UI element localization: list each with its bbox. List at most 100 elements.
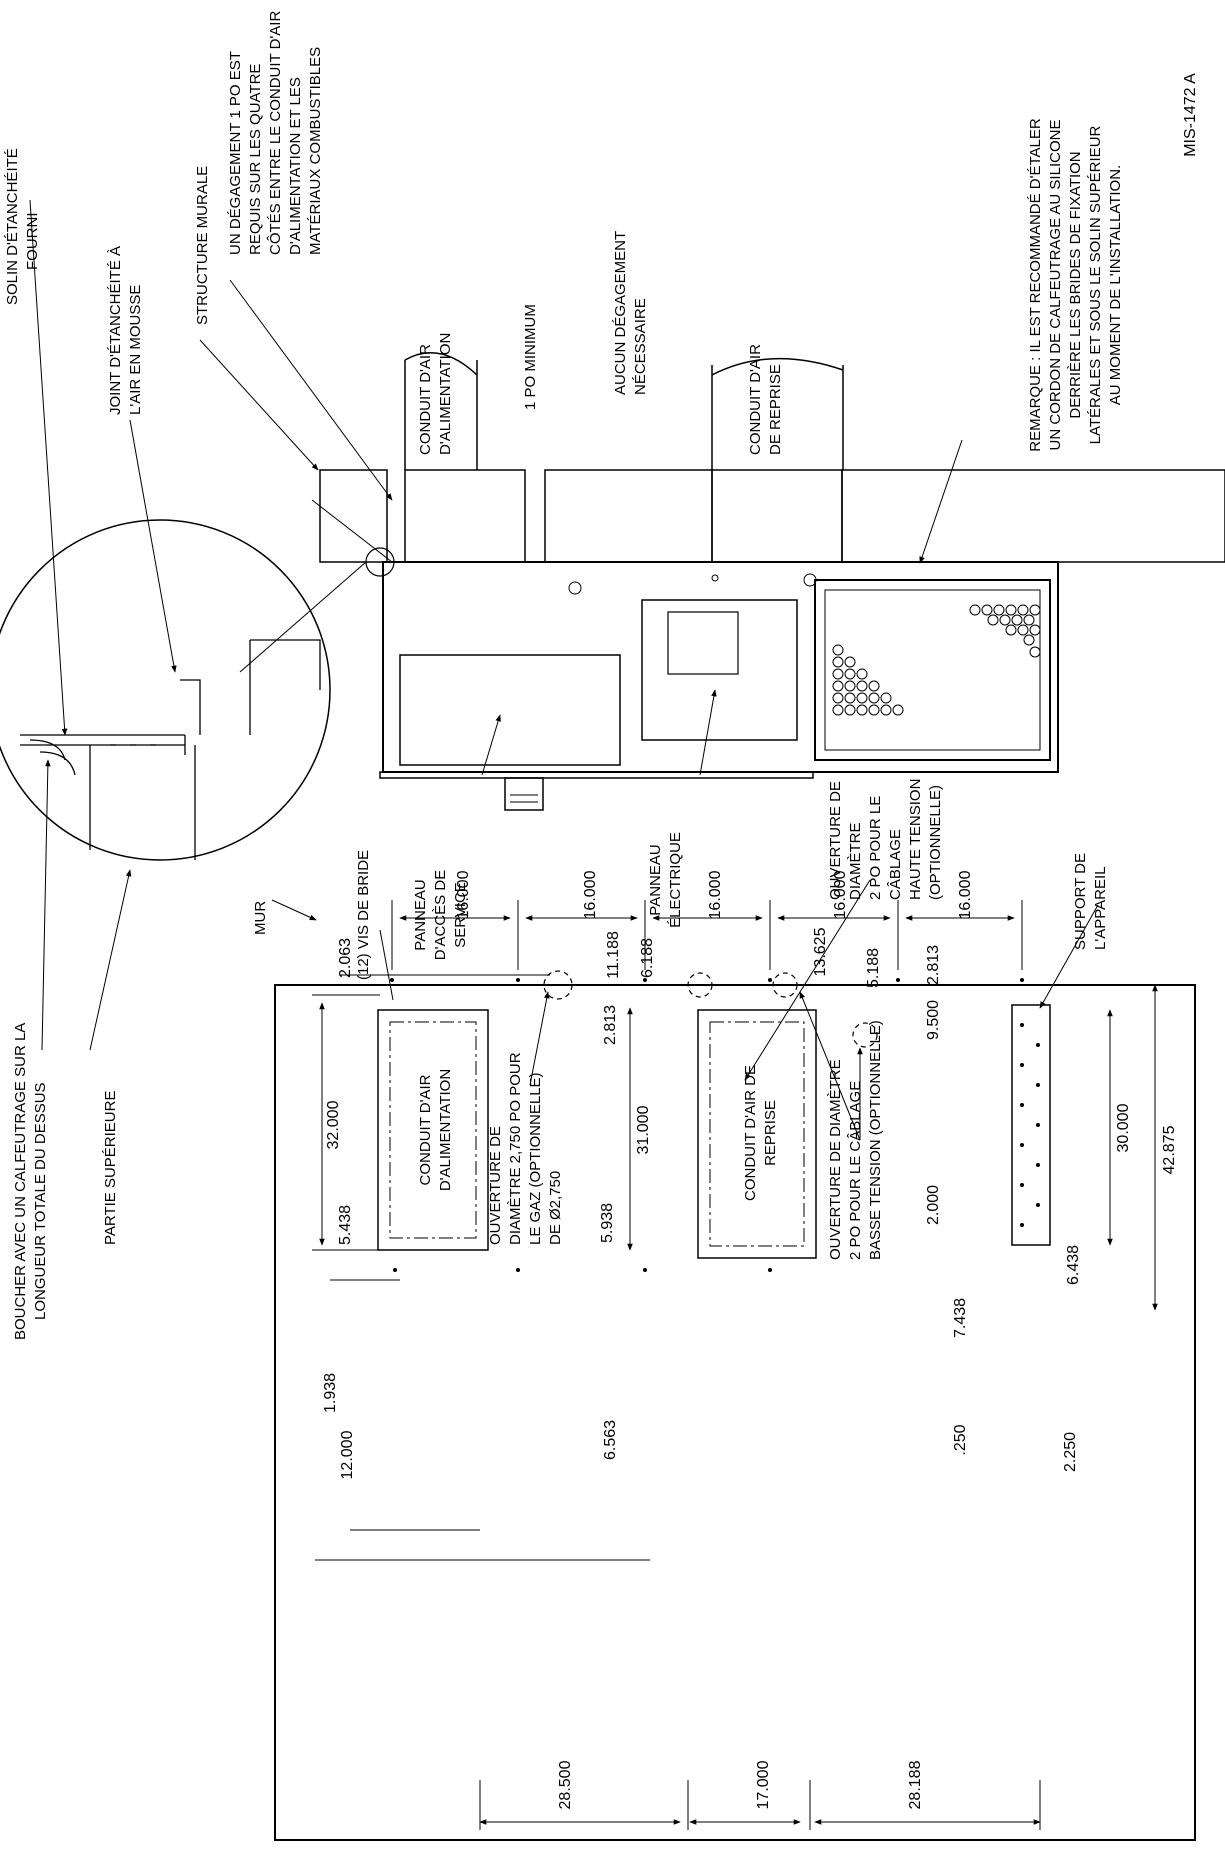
dim-1938: 1.938 (322, 1373, 339, 1413)
dim-42875: 42.875 (1161, 1125, 1178, 1174)
svg-text:1 PO MINIMUM: 1 PO MINIMUM (522, 304, 539, 410)
svg-text:L'AIR EN MOUSSE: L'AIR EN MOUSSE (127, 285, 144, 415)
svg-text:SOLIN D'ÉTANCHÉITÉ: SOLIN D'ÉTANCHÉITÉ (4, 148, 21, 305)
dim-5438: 5.438 (337, 1205, 354, 1245)
dim-6563: 6.563 (602, 1420, 619, 1460)
dim-2000: 2.000 (925, 1185, 942, 1225)
label-return-duct-wall: CONDUIT D'AIR DE REPRISE (742, 1065, 779, 1201)
svg-text:CÂBLAGE: CÂBLAGE (887, 829, 904, 900)
electrical-panel (641, 599, 798, 741)
dim-5938: 5.938 (599, 1203, 616, 1243)
flange-screws (390, 978, 1024, 1272)
label-gas-opening: OUVERTURE DE DIAMÈTRE 2,750 PO POUR LE G… (487, 1052, 564, 1245)
wall-outline (274, 984, 1196, 1841)
dim-2063: 2.063 (337, 938, 354, 978)
svg-text:ÉLECTRIQUE: ÉLECTRIQUE (667, 832, 684, 928)
dim-28188: 28.188 (907, 1760, 924, 1809)
svg-text:LONGUEUR TOTALE DU DESSUS: LONGUEUR TOTALE DU DESSUS (32, 1082, 49, 1320)
svg-text:FOURNI: FOURNI (24, 213, 41, 271)
svg-text:CONDUIT D'AIR DE: CONDUIT D'AIR DE (742, 1065, 759, 1201)
wall-structure-right (841, 469, 1225, 563)
hv-opening (772, 972, 798, 998)
grille-holes-top (969, 604, 1041, 658)
wall-structure-left (319, 469, 388, 563)
unit-view (0, 352, 1225, 861)
dim-11188: 11.188 (605, 931, 622, 979)
svg-text:CÔTÉS ENTRE LE CONDUIT D'AIR: CÔTÉS ENTRE LE CONDUIT D'AIR (267, 11, 284, 255)
svg-text:D'ALIMENTATION: D'ALIMENTATION (437, 333, 454, 455)
svg-text:MATÉRIAUX COMBUSTIBLES: MATÉRIAUX COMBUSTIBLES (307, 47, 324, 255)
svg-text:DIAMÈTRE 2,750 PO POUR: DIAMÈTRE 2,750 PO POUR (507, 1052, 524, 1245)
svg-text:BOUCHER AVEC UN CALFEUTRAGE SU: BOUCHER AVEC UN CALFEUTRAGE SUR LA (12, 1023, 29, 1340)
svg-text:HAUTE TENSION: HAUTE TENSION (907, 779, 924, 900)
appliance-support (1011, 1004, 1051, 1246)
note-line: AU MOMENT DE L'INSTALLATION. (1107, 165, 1124, 405)
dim-16-4: 16.000 (832, 870, 849, 919)
dim-32000: 32.000 (325, 1100, 342, 1149)
label-boucher: BOUCHER AVEC UN CALFEUTRAGE SUR LA LONGU… (12, 1023, 49, 1340)
svg-text:D'ALIMENTATION ET LES: D'ALIMENTATION ET LES (287, 77, 304, 255)
dim-250: .250 (952, 1424, 969, 1455)
svg-text:DIAMÈTRE: DIAMÈTRE (847, 822, 864, 900)
svg-text:AUCUN DÉGAGEMENT: AUCUN DÉGAGEMENT (612, 231, 629, 395)
svg-text:MUR: MUR (252, 901, 269, 935)
svg-text:BASSE TENSION (OPTIONNELLE): BASSE TENSION (OPTIONNELLE) (867, 1020, 884, 1260)
wall-view (29, 199, 1196, 1841)
svg-text:D'ALIMENTATION: D'ALIMENTATION (437, 1069, 454, 1191)
svg-text:2 PO POUR LE: 2 PO POUR LE (867, 796, 884, 900)
dim-9500: 9.500 (925, 1000, 942, 1040)
label-degagement: UN DÉGAGEMENT 1 PO EST REQUIS SUR LES QU… (227, 11, 324, 255)
grille-holes-bottom (832, 644, 904, 716)
dim-2250: 2.250 (1062, 1432, 1079, 1472)
dim-16-3: 16.000 (707, 870, 724, 919)
label-aucun-degagement: AUCUN DÉGAGEMENT NÉCESSAIRE (612, 231, 649, 395)
supply-duct-opening (377, 1009, 489, 1251)
svg-text:(12) VIS DE BRIDE: (12) VIS DE BRIDE (355, 850, 372, 980)
return-duct-opening (697, 1009, 817, 1259)
label-1-po-minimum: 1 PO MINIMUM (522, 304, 539, 410)
label-service-panel: PANNEAU D'ACCÈS DE SERVICE (412, 870, 469, 960)
dimension-labels: 16.000 16.000 16.000 16.000 16.000 2.063… (322, 870, 1178, 1809)
service-access-panel (399, 654, 621, 766)
dim-5188: 5.188 (865, 948, 882, 988)
dim-2813b: 2.813 (602, 1005, 619, 1045)
dim-28500: 28.500 (557, 1760, 574, 1809)
note-block: REMARQUE : IL EST RECOMMANDÉ D'ÉTALER UN… (1027, 118, 1124, 452)
label-lv-opening: OUVERTURE DE DIAMÈTRE 2 PO POUR LE CÂBLA… (827, 1020, 884, 1260)
label-mur: MUR (252, 901, 269, 935)
svg-text:OUVERTURE DE DIAMÈTRE: OUVERTURE DE DIAMÈTRE (827, 1059, 844, 1260)
note-line: REMARQUE : IL EST RECOMMANDÉ D'ÉTALER (1027, 118, 1044, 452)
svg-text:PANNEAU: PANNEAU (412, 879, 429, 950)
dim-16-2: 16.000 (582, 870, 599, 919)
dim-16-1: 16.000 (455, 870, 472, 919)
label-joint: JOINT D'ÉTANCHÉITÉ À L'AIR EN MOUSSE (107, 246, 144, 415)
svg-text:D'ACCÈS DE: D'ACCÈS DE (432, 870, 449, 960)
svg-text:OUVERTURE DE: OUVERTURE DE (827, 781, 844, 900)
svg-text:2 PO POUR LE CÂBLAGE: 2 PO POUR LE CÂBLAGE (847, 1081, 864, 1260)
svg-text:CONDUIT D'AIR: CONDUIT D'AIR (417, 344, 434, 455)
svg-text:STRUCTURE MURALE: STRUCTURE MURALE (194, 166, 211, 325)
svg-text:OUVERTURE DE: OUVERTURE DE (487, 1126, 504, 1245)
detail-circle (0, 519, 331, 861)
label-supply-duct-wall: CONDUIT D'AIR D'ALIMENTATION (417, 1069, 454, 1191)
svg-text:CONDUIT D'AIR: CONDUIT D'AIR (747, 344, 764, 455)
dim-12000: 12.000 (339, 1430, 356, 1479)
svg-text:REPRISE: REPRISE (762, 1100, 779, 1166)
label-partie-superieure: PARTIE SUPÉRIEURE (102, 1091, 119, 1245)
svg-text:REQUIS SUR LES QUATRE: REQUIS SUR LES QUATRE (247, 64, 264, 255)
svg-text:LE GAZ (OPTIONNELLE): LE GAZ (OPTIONNELLE) (527, 1072, 544, 1245)
label-support: SUPPORT DE L'APPAREIL (1072, 853, 1109, 950)
svg-text:CONDUIT D'AIR: CONDUIT D'AIR (417, 1074, 434, 1185)
dim-6188: 6.188 (639, 938, 656, 978)
opening-mid (687, 972, 713, 998)
label-vis-de-bride: (12) VIS DE BRIDE (355, 850, 372, 980)
dim-17000: 17.000 (755, 1760, 772, 1809)
dim-2813a: 2.813 (925, 945, 942, 985)
supply-duct-top (404, 469, 526, 563)
svg-text:DE REPRISE: DE REPRISE (767, 364, 784, 455)
grille (814, 579, 1051, 761)
svg-text:JOINT D'ÉTANCHÉITÉ À: JOINT D'ÉTANCHÉITÉ À (107, 246, 124, 415)
dim-13625: 13.625 (812, 927, 829, 976)
dim-30000: 30.000 (1115, 1103, 1132, 1152)
